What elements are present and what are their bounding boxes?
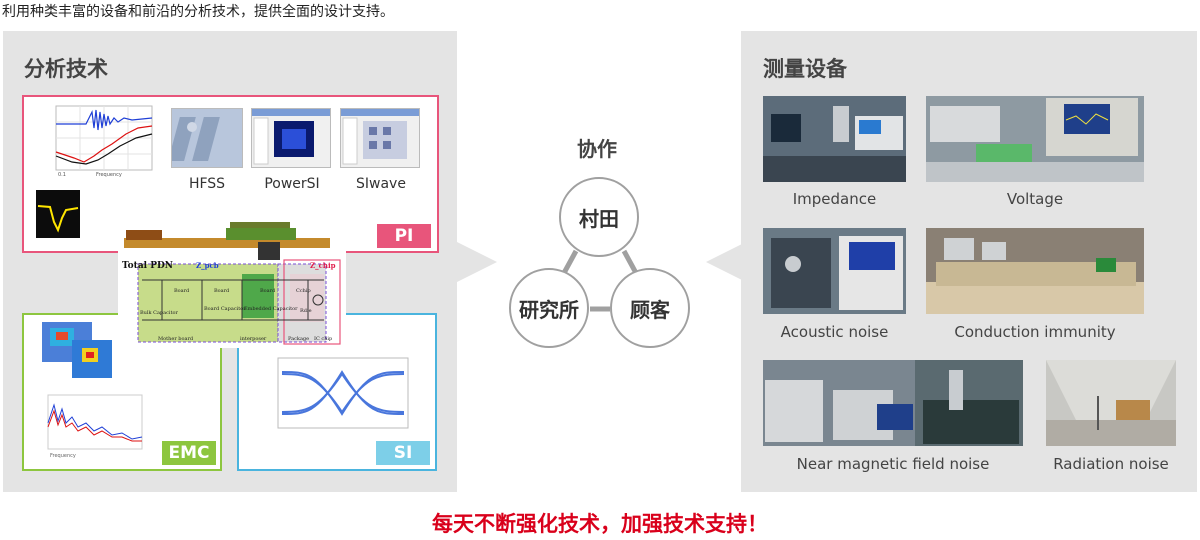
arrow-left-icon [457,242,497,282]
pdn-part: Board [174,288,190,294]
equipment-photo-impedance [763,96,906,182]
emc-tag: EMC [162,441,216,465]
equipment-photo-near-field [763,360,1023,446]
pdn-section: interposer [240,336,267,342]
collab-connectors [561,249,639,312]
pdn-part: Board [214,288,230,294]
total-pdn-diagram: Total PDN Z_pcb Z_chip Bulk Capacitor Bo… [118,220,346,348]
pi-tag: PI [377,224,431,248]
analysis-panel-title: 分析技术 [24,57,108,81]
equipment-label-radiation: Radiation noise [1053,455,1169,473]
equipment-label-near-field: Near magnetic field noise [796,455,990,473]
pdn-section: Mother board [158,336,194,342]
emc-spectrum-plot: Frequency [47,394,143,459]
tool-label-hfss: HFSS [188,176,226,192]
emc-heatmap-thumb [42,322,112,378]
slogan: 每天不断强化技术，加强技术支持！ [432,512,768,536]
equipment-photo-acoustic [763,228,906,314]
collab-title: 协作 [577,137,617,161]
oscilloscope-thumb [36,190,80,238]
si-tag: SI [376,441,430,465]
powersi-thumb [251,108,331,168]
pdn-section: Package [288,336,309,342]
arrow-right-icon [706,242,746,282]
equipment-label-acoustic: Acoustic noise [780,323,889,341]
pdn-z-pcb: Z_pcb [196,261,219,270]
equipment-label-voltage: Voltage [1006,190,1064,208]
hfss-thumb [171,108,243,168]
collab-node-customer: 顾客 [610,268,690,348]
svg-text:0.1: 0.1 [58,172,66,178]
equipment-photo-radiation [1046,360,1176,446]
pdn-part: Embedded Capacitor [244,306,298,312]
pdn-title: Total PDN [122,261,173,271]
si-eye-diagram [277,357,409,429]
pdn-part: Rdie [300,308,312,314]
svg-text:Frequency: Frequency [96,172,122,178]
equipment-panel-title: 测量设备 [763,57,847,81]
pdn-part: Board Capacitor [204,306,246,312]
pdn-part: Board [260,288,276,294]
pdn-part: Bulk Capacitor [140,310,179,316]
equipment-label-conduction: Conduction immunity [954,323,1116,341]
tool-label-siwave: SIwave [356,176,406,192]
pi-impedance-plot: 0.1 Frequency [55,105,153,178]
pdn-z-chip: Z_chip [310,261,336,270]
pdn-part: Cchip [296,288,311,294]
intro-text: 利用种类丰富的设备和前沿的分析技术，提供全面的设计支持。 [2,4,394,20]
collab-node-institute: 研究所 [509,268,589,348]
equipment-photo-conduction [926,228,1144,314]
collab-node-murata: 村田 [559,177,639,257]
svg-text:Frequency: Frequency [50,453,76,459]
equipment-photo-voltage [926,96,1144,182]
pdn-section: IC chip [314,336,332,342]
siwave-thumb [340,108,420,168]
tool-label-powersi: PowerSI [264,176,320,192]
equipment-label-impedance: Impedance [792,190,877,208]
